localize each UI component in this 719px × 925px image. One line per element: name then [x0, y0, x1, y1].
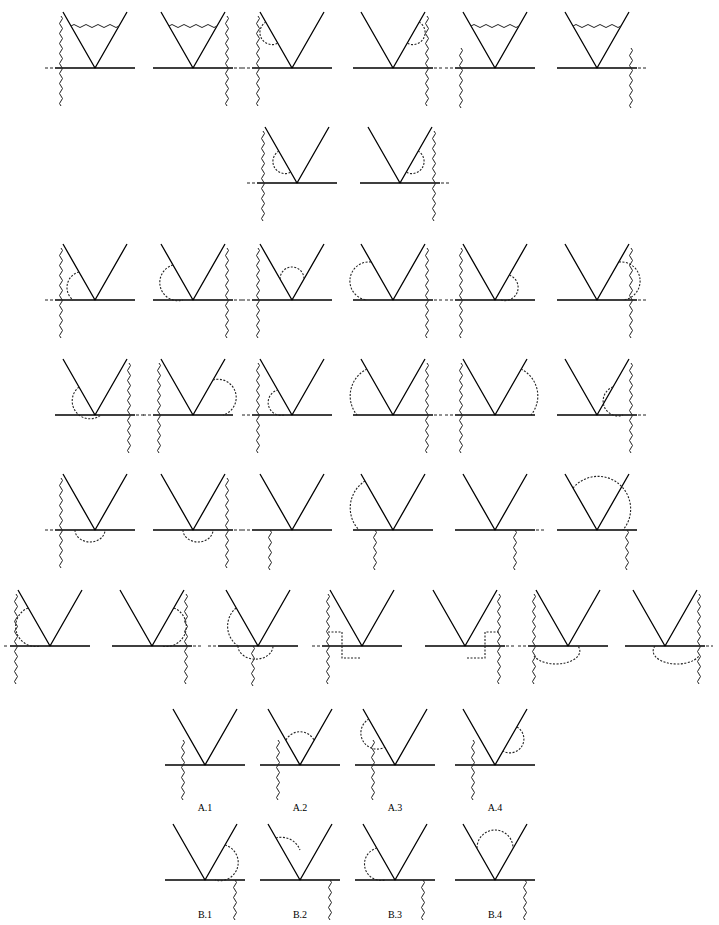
diagram-label: A.4	[488, 803, 503, 813]
diagram-label: A.3	[388, 803, 403, 813]
diagram-label: A.1	[198, 803, 213, 813]
diagram-label: B.4	[488, 910, 502, 920]
diagram-label: B.3	[388, 910, 402, 920]
diagram-label: B.1	[198, 910, 212, 920]
diagram-label: A.2	[293, 803, 308, 813]
diagram-label: B.2	[293, 910, 307, 920]
